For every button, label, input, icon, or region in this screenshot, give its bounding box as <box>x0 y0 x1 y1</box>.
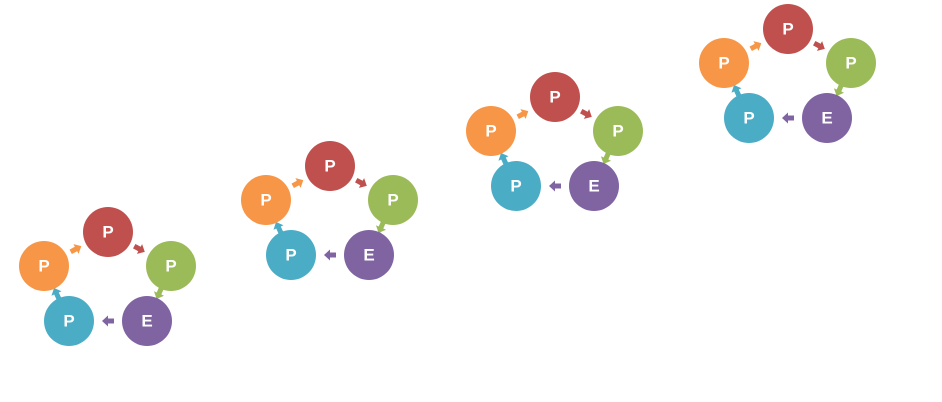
arrow-right-to-bottom-right <box>375 221 387 233</box>
node-bottom-right: E <box>569 161 619 211</box>
node-top-circle <box>305 141 355 191</box>
node-left-label: P <box>485 121 496 140</box>
node-bottom-left-circle <box>44 296 94 346</box>
node-top-label: P <box>324 156 335 175</box>
node-bottom-right-label: E <box>588 176 599 195</box>
node-left-label: P <box>718 53 729 72</box>
arrow-right-to-bottom-right <box>153 287 165 299</box>
arrow-top-to-right <box>133 243 145 254</box>
node-right-label: P <box>387 190 398 209</box>
node-top-label: P <box>549 87 560 106</box>
node-left-circle <box>19 241 69 291</box>
node-left-circle <box>241 175 291 225</box>
node-right-label: P <box>165 256 176 275</box>
node-right: P <box>146 241 196 291</box>
node-top-circle <box>83 207 133 257</box>
arrow-top-to-right <box>355 177 367 188</box>
node-top: P <box>83 207 133 257</box>
node-bottom-left-label: P <box>63 311 74 330</box>
node-left-circle <box>699 38 749 88</box>
arrow-right-to-bottom-right <box>600 152 612 164</box>
node-bottom-right: E <box>802 93 852 143</box>
node-top-circle <box>530 72 580 122</box>
node-bottom-right-label: E <box>141 311 152 330</box>
node-left: P <box>699 38 749 88</box>
node-left-label: P <box>260 190 271 209</box>
node-left: P <box>466 106 516 156</box>
arrow-bottom-left-to-left <box>273 222 284 234</box>
node-top-circle <box>763 4 813 54</box>
node-bottom-left-circle <box>266 230 316 280</box>
node-right: P <box>826 38 876 88</box>
arrow-left-to-top <box>516 109 529 120</box>
node-bottom-right-circle <box>122 296 172 346</box>
node-right-label: P <box>845 53 856 72</box>
arrow-bottom-left-to-left <box>731 85 742 97</box>
arrow-bottom-right-to-bottom-left <box>782 112 794 124</box>
node-bottom-right-label: E <box>821 108 832 127</box>
node-bottom-left-circle <box>491 161 541 211</box>
node-bottom-right: E <box>122 296 172 346</box>
node-right: P <box>368 175 418 225</box>
node-right: P <box>593 106 643 156</box>
node-bottom-left-label: P <box>285 245 296 264</box>
node-top-label: P <box>782 19 793 38</box>
arrow-left-to-top <box>749 41 762 52</box>
cycle-2: P P E P P <box>241 141 418 280</box>
node-bottom-left-label: P <box>743 108 754 127</box>
arrow-bottom-right-to-bottom-left <box>324 249 336 261</box>
node-top-label: P <box>102 222 113 241</box>
arrow-top-to-right <box>580 108 592 119</box>
node-left: P <box>19 241 69 291</box>
node-bottom-left-circle <box>724 93 774 143</box>
arrow-bottom-left-to-left <box>498 153 509 165</box>
arrow-left-to-top <box>69 244 82 255</box>
node-bottom-right-circle <box>802 93 852 143</box>
arrow-right-to-bottom-right <box>833 84 845 96</box>
node-bottom-right-circle <box>344 230 394 280</box>
node-bottom-right-circle <box>569 161 619 211</box>
node-left: P <box>241 175 291 225</box>
arrow-bottom-left-to-left <box>51 288 62 300</box>
node-right-circle <box>146 241 196 291</box>
cycle-1: P P E P P <box>19 207 196 346</box>
node-bottom-left: P <box>724 93 774 143</box>
node-right-circle <box>368 175 418 225</box>
node-bottom-left: P <box>491 161 541 211</box>
arrow-left-to-top <box>291 178 304 189</box>
cycle-3: P P E P P <box>466 72 643 211</box>
node-top: P <box>530 72 580 122</box>
node-top: P <box>305 141 355 191</box>
arrow-bottom-right-to-bottom-left <box>549 180 561 192</box>
arrow-top-to-right <box>813 40 825 51</box>
node-bottom-right: E <box>344 230 394 280</box>
node-left-circle <box>466 106 516 156</box>
node-right-circle <box>593 106 643 156</box>
arrow-bottom-right-to-bottom-left <box>102 315 114 327</box>
node-bottom-right-label: E <box>363 245 374 264</box>
node-right-label: P <box>612 121 623 140</box>
cycle-4: P P E P P <box>699 4 876 143</box>
node-bottom-left: P <box>266 230 316 280</box>
node-right-circle <box>826 38 876 88</box>
node-bottom-left: P <box>44 296 94 346</box>
node-bottom-left-label: P <box>510 176 521 195</box>
node-top: P <box>763 4 813 54</box>
node-left-label: P <box>38 256 49 275</box>
